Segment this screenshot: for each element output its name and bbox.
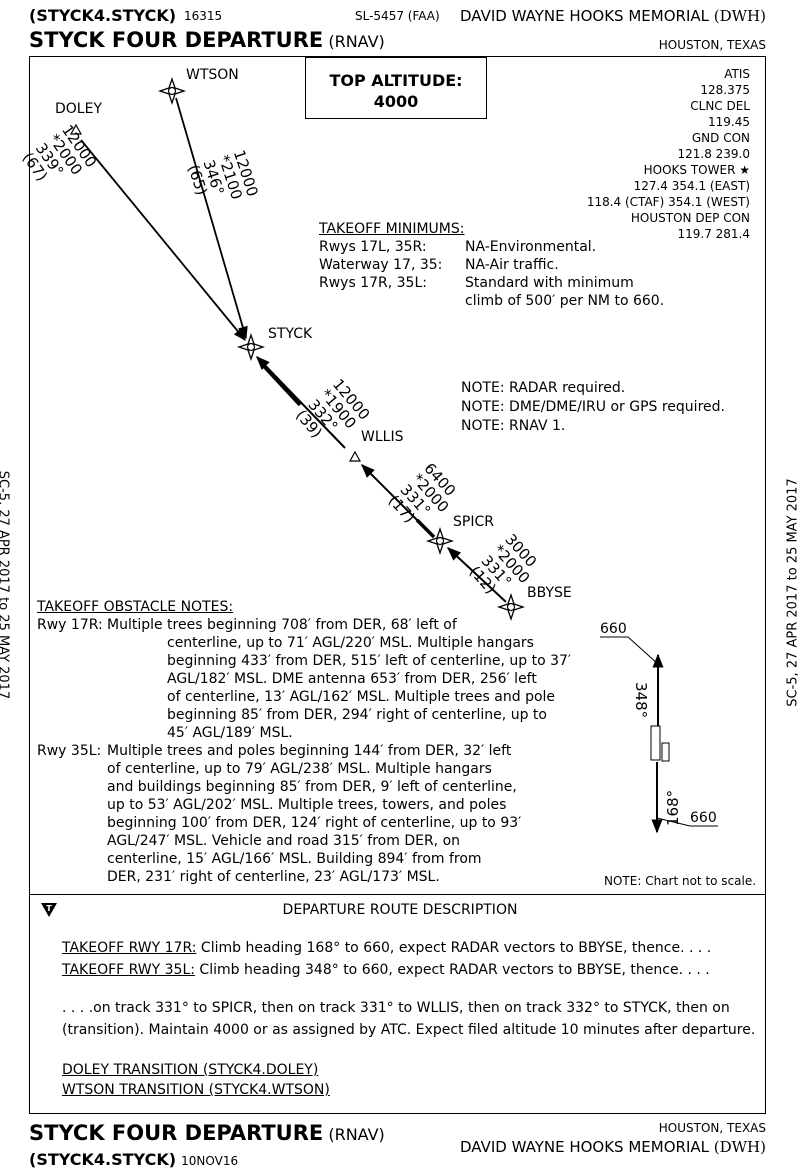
dep-freq: 119.7 281.4: [677, 227, 750, 241]
faa-reference: SL-5457 (FAA): [355, 9, 440, 23]
tower-row: HOOKS TOWER ★: [587, 162, 750, 178]
obstacle-notes-title: TAKEOFF OBSTACLE NOTES:: [37, 599, 234, 615]
runway-17l-35r: [661, 742, 670, 762]
bbyse-label: BBYSE: [527, 585, 572, 601]
tom-row: Waterway 17, 35:NA-Air traffic.: [319, 257, 559, 273]
airport-name: DAVID WAYNE HOOKS MEMORIAL: [460, 7, 709, 25]
procedure-name: STYCK FOUR DEPARTURE: [29, 28, 324, 52]
procedure-type: (RNAV): [328, 32, 385, 51]
procedure-title: STYCK FOUR DEPARTURE (RNAV): [29, 28, 385, 52]
tower-east: 127.4 354.1 (EAST): [633, 179, 750, 193]
wtson-fix-icon: [157, 76, 187, 106]
star-icon: ★: [739, 163, 750, 177]
description-separator: [29, 894, 766, 895]
doley-transition: DOLEY TRANSITION (STYCK4.DOLEY): [62, 1062, 319, 1078]
doley-label: DOLEY: [55, 101, 102, 117]
heading-348-label: 348°: [632, 682, 650, 719]
spicr-fix-icon: [425, 526, 455, 556]
airport-title: DAVID WAYNE HOOKS MEMORIAL (DWH): [460, 7, 766, 25]
spicr-leg-line: [446, 547, 507, 603]
transitions: DOLEY TRANSITION (STYCK4.DOLEY) WTSON TR…: [62, 1060, 330, 1100]
footer-procedure-name: STYCK FOUR DEPARTURE: [29, 1121, 324, 1145]
takeoff-minimums-title: TAKEOFF MINIMUMS:: [319, 221, 465, 237]
tower-west: 118.4 (CTAF) 354.1 (WEST): [586, 195, 750, 209]
tower-label: HOOKS TOWER: [643, 163, 736, 177]
note-rnav: NOTE: RNAV 1.: [461, 418, 566, 434]
city-state: HOUSTON, TEXAS: [658, 38, 766, 52]
communications-block: ATIS 128.375 CLNC DEL 119.45 GND CON 121…: [587, 66, 750, 242]
heading-168-label: 168°: [664, 789, 682, 826]
computer-code: (STYCK4.STYCK): [29, 6, 177, 25]
styck-leg-heavy: [258, 360, 302, 407]
chart-frame: [29, 56, 766, 1114]
top-altitude-box: TOP ALTITUDE: 4000: [305, 57, 487, 119]
wllis-fix-icon: [348, 450, 362, 462]
doley-leg-line: [80, 139, 246, 341]
doley-fix-icon: [69, 123, 83, 135]
atis-freq: 128.375: [700, 83, 750, 97]
atis-label: ATIS: [724, 67, 750, 81]
footer-computer-code: (STYCK4.STYCK): [29, 1150, 177, 1169]
top-altitude-label: TOP ALTITUDE:: [329, 71, 463, 90]
nonstandard-minimums-icon: T: [40, 902, 58, 922]
footer-procedure-title: STYCK FOUR DEPARTURE (RNAV): [29, 1121, 385, 1145]
takeoff-instructions: TAKEOFF RWY 17R: Climb heading 168° to 6…: [62, 937, 711, 981]
route-continuation: . . . .on track 331° to SPICR, then on t…: [62, 1000, 756, 1038]
amendment-date: 10NOV16: [181, 1154, 239, 1168]
rwy17r-notes: Rwy 17R: Multiple trees beginning 708′ f…: [37, 617, 572, 741]
wllis-leg-heavy: [415, 518, 436, 539]
tom-row: Rwys 17R, 35L:Standard with minimum: [319, 275, 634, 291]
chart-number: 16315: [184, 9, 223, 23]
not-to-scale-note: NOTE: Chart not to scale.: [604, 874, 757, 888]
gnd-freq: 121.8 239.0: [677, 147, 750, 161]
footer-code-row: (STYCK4.STYCK) 10NOV16: [29, 1150, 238, 1169]
tom-row: Rwys 17L, 35R:NA-Environmental.: [319, 239, 597, 255]
obstacle-notes: TAKEOFF OBSTACLE NOTES: Rwy 17R: Multipl…: [37, 598, 571, 886]
note-radar: NOTE: RADAR required.: [461, 380, 626, 396]
north-660-label: 660: [600, 621, 627, 637]
bbyse-fix-icon: [496, 592, 526, 622]
notes-block: NOTE: RADAR required. NOTE: DME/DME/IRU …: [461, 379, 725, 436]
top-altitude-value: 4000: [373, 92, 419, 111]
wllis-label: WLLIS: [361, 429, 404, 445]
takeoff-35l-row: TAKEOFF RWY 35L: Climb heading 348° to 6…: [62, 962, 710, 978]
footer-city: HOUSTON, TEXAS: [658, 1121, 766, 1135]
airport-id: (DWH): [713, 7, 766, 25]
note-dme: NOTE: DME/DME/IRU or GPS required.: [461, 399, 725, 415]
takeoff-17r-row: TAKEOFF RWY 17R: Climb heading 168° to 6…: [62, 940, 712, 956]
route-description-title: DEPARTURE ROUTE DESCRIPTION: [282, 902, 518, 918]
clnc-freq: 119.45: [708, 115, 750, 129]
dep-label: HOUSTON DEP CON: [630, 211, 750, 225]
svg-text:T: T: [46, 904, 52, 913]
south-660-tie: [656, 817, 691, 827]
wtson-leg-line: [175, 97, 248, 340]
takeoff-minimums: TAKEOFF MINIMUMS: Rwys 17L, 35R:NA-Envir…: [319, 220, 664, 310]
north-660-tie: [627, 636, 659, 665]
wtson-transition: WTSON TRANSITION (STYCK4.WTSON): [62, 1082, 330, 1098]
styck-fix-icon: [236, 332, 266, 362]
footer-airport: DAVID WAYNE HOOKS MEMORIAL (DWH): [460, 1138, 766, 1156]
tom-row-cont: climb of 500′ per NM to 660.: [465, 293, 665, 309]
styck-label: STYCK: [268, 326, 313, 342]
wtson-label: WTSON: [186, 67, 239, 83]
clnc-label: CLNC DEL: [690, 99, 750, 113]
south-660-label: 660: [690, 810, 717, 826]
footer-procedure-type: (RNAV): [328, 1125, 385, 1144]
spicr-label: SPICR: [453, 514, 494, 530]
rwy35l-notes: Rwy 35L: Multiple trees and poles beginn…: [37, 743, 522, 885]
runway-17r-35l: [650, 725, 661, 761]
gnd-label: GND CON: [691, 131, 750, 145]
